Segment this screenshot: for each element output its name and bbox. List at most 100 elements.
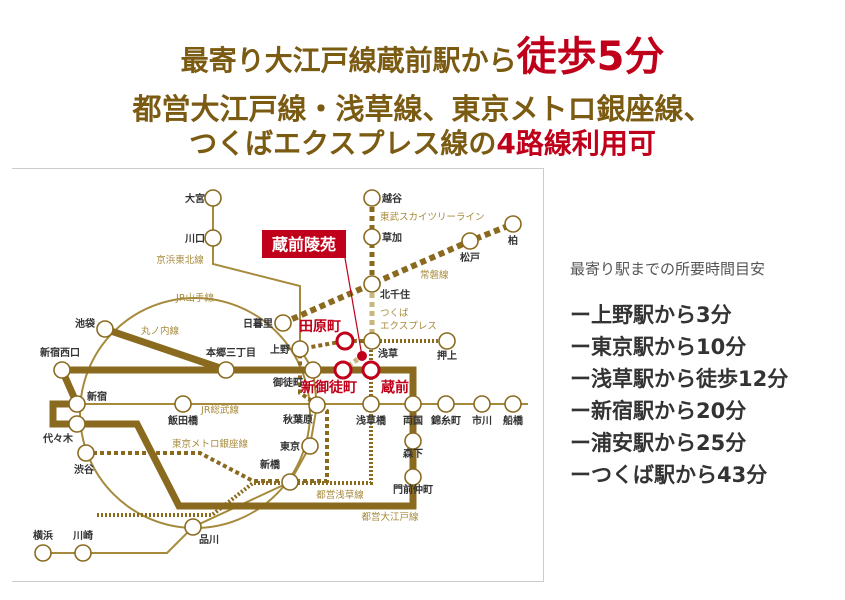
station-marker [68,415,86,433]
line-label: JR山手線 [175,292,214,304]
station-marker [504,215,522,233]
highlight-station-label: 新御徒町 [301,379,357,396]
travel-time-item: ー上野駅から3分 [570,303,732,327]
line-label: 京浜東北線 [156,254,204,266]
station-label: 本郷三丁目 [206,346,256,359]
station-label: 浅草橋 [356,414,387,427]
travel-time-item: ーつくば駅から43分 [570,463,768,487]
station-label: 北千住 [380,288,410,301]
station-label: 越谷 [381,192,403,205]
station-label: 横浜 [33,529,53,542]
station-marker [437,395,455,413]
station-marker [461,232,479,250]
station-label: 川口 [184,233,205,245]
station-label: 錦糸町 [430,414,461,427]
station-label: 大宮 [185,192,205,205]
station-marker [291,340,309,358]
line-label: 常磐線 [420,269,449,281]
property-callout-box [262,230,346,258]
station-label: 門前仲町 [393,483,433,496]
station-label: 船橋 [503,414,524,427]
property-name: 蔵前陵苑 [272,235,336,254]
ginza-line [86,339,372,483]
station-label: 上野 [270,343,290,356]
station-marker [274,314,292,332]
line-label: 都営大江戸線 [361,511,419,523]
station-marker [363,332,381,350]
station-marker [204,229,222,247]
station-label: 新橋 [260,458,281,471]
callout-pointer [344,257,363,357]
station-label: 市川 [472,414,492,427]
property-location-dot [357,351,367,361]
headline-line-1: 最寄り大江戸線蔵前駅から徒歩5分 [0,24,845,82]
station-marker [404,432,422,450]
walk-time-emphasis: 徒歩5分 [516,34,665,80]
station-marker [68,395,86,413]
station-marker [217,361,235,379]
station-marker [96,320,114,338]
station-marker [308,396,326,414]
station-marker [504,395,522,413]
station-label: 東京 [280,440,300,453]
station-label: 柏 [508,234,518,247]
headline-text: つくばエクスプレス線の [189,127,497,160]
travel-time-item: ー浅草駅から徒歩12分 [570,367,789,391]
station-marker [304,361,322,379]
line-count-emphasis: 4路線利用可 [496,127,656,160]
line-label: 東京メトロ銀座線 [172,438,249,450]
station-label: 池袋 [75,317,96,330]
travel-time-item: ー新宿駅から20分 [570,399,747,423]
station-label: 草加 [382,231,402,244]
station-marker [404,468,422,486]
station-label: 両国 [403,415,423,427]
highlight-station-marker [335,331,355,351]
station-label: 日暮里 [243,317,273,330]
station-marker [363,275,381,293]
line-label: 丸ノ内線 [141,325,180,337]
joban-line [281,221,515,326]
station-marker [362,395,380,413]
station-marker [404,395,422,413]
line-label: JR総武線 [200,404,239,416]
station-marker [363,189,381,207]
station-marker [301,437,319,455]
travel-time-panel: 最寄り駅までの所要時間目安 ー上野駅から3分 ー東京駅から10分 ー浅草駅から徒… [570,258,788,491]
travel-time-title: 最寄り駅までの所要時間目安 [570,260,766,278]
station-marker [77,444,95,462]
station-marker [34,544,52,562]
station-label: 品川 [199,534,219,546]
station-label: 秋葉原 [283,413,313,426]
station-label: 新宿 [87,390,107,403]
highlight-station-label: 田原町 [299,319,341,335]
station-marker [74,544,92,562]
highlight-station-label: 蔵前 [381,379,409,396]
station-label: 松戸 [460,251,480,264]
station-label: 飯田橋 [167,414,199,427]
station-marker [204,189,222,207]
travel-time-item: ー浦安駅から25分 [570,431,747,455]
highlight-station-marker [333,360,353,380]
travel-time-item: ー東京駅から10分 [570,335,747,359]
highlight-station-marker [361,360,381,380]
station-label: 御徒町 [272,376,303,389]
station-marker [184,518,202,536]
station-label: 新宿西口 [40,346,80,359]
station-marker [363,228,381,246]
station-marker [53,361,71,379]
station-label: 浅草 [378,347,398,360]
station-label: 押上 [437,349,457,362]
line-label: つくばエクスプレス [380,308,437,332]
headline-line-2: 都営大江戸線・浅草線、東京メトロ銀座線、 [132,92,713,126]
station-marker [174,395,192,413]
station-label: 代々木 [42,432,74,445]
station-label: 渋谷 [74,463,95,476]
headline-line-3: つくばエクスプレス線の4路線利用可 [0,122,845,162]
station-label: 森下 [402,447,423,460]
station-marker [473,395,491,413]
headline-text: 最寄り大江戸線蔵前駅から [180,44,517,77]
line-label: 東武スカイツリーライン [380,211,485,223]
station-marker [281,473,299,491]
line-label: 都営浅草線 [316,489,364,501]
